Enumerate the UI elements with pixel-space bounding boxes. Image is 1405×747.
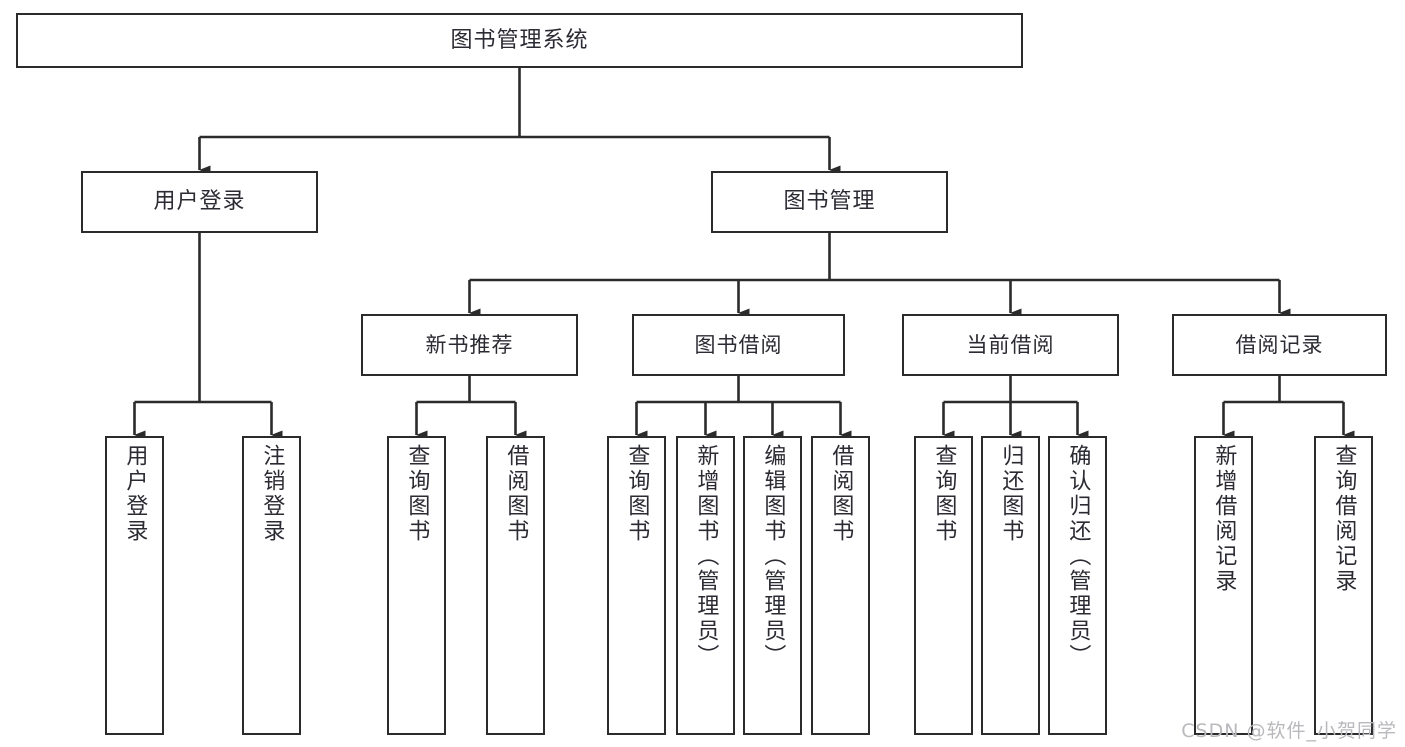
node-leaf-confirm-return-admin-label: 确认归还（管理员） [1065, 444, 1091, 669]
node-leaf-new-borrow-book-label: 借阅图书 [503, 444, 529, 544]
node-leaf-new-query-book[interactable]: 查询图书 [387, 436, 446, 735]
node-user-login-module[interactable]: 用户登录 [81, 171, 318, 233]
node-leaf-user-logout-label: 注销登录 [259, 444, 285, 544]
node-current-borrow-label: 当前借阅 [966, 332, 1055, 357]
node-leaf-add-book-admin-label: 新增图书（管理员） [693, 444, 719, 669]
node-book-borrow-label: 图书借阅 [694, 332, 783, 357]
node-leaf-borrow-query-book[interactable]: 查询图书 [607, 436, 666, 735]
node-leaf-user-logout[interactable]: 注销登录 [242, 436, 301, 735]
node-leaf-edit-book-admin-label: 编辑图书（管理员） [760, 444, 786, 669]
node-leaf-add-borrow-record-label: 新增借阅记录 [1211, 444, 1237, 594]
node-leaf-query-borrow-record-label: 查询借阅记录 [1331, 444, 1357, 594]
edge-paths [133, 68, 1355, 440]
node-book-borrow[interactable]: 图书借阅 [632, 314, 845, 376]
csdn-watermark: CSDN @软件_小贺同学 [1181, 720, 1397, 742]
node-leaf-current-query-book[interactable]: 查询图书 [914, 436, 973, 735]
node-leaf-borrow-query-book-label: 查询图书 [624, 444, 650, 544]
node-leaf-borrow-book[interactable]: 借阅图书 [811, 436, 870, 735]
node-user-login-module-label: 用户登录 [153, 189, 246, 215]
node-leaf-current-query-book-label: 查询图书 [931, 444, 957, 544]
node-leaf-borrow-book-label: 借阅图书 [828, 444, 854, 544]
node-leaf-query-borrow-record[interactable]: 查询借阅记录 [1314, 436, 1373, 735]
node-leaf-add-borrow-record[interactable]: 新增借阅记录 [1194, 436, 1253, 735]
node-leaf-user-login-label: 用户登录 [122, 444, 148, 544]
node-root[interactable]: 图书管理系统 [16, 13, 1023, 68]
node-leaf-confirm-return-admin[interactable]: 确认归还（管理员） [1048, 436, 1107, 735]
node-root-label: 图书管理系统 [450, 27, 589, 53]
node-borrow-record[interactable]: 借阅记录 [1172, 314, 1387, 376]
node-leaf-user-login[interactable]: 用户登录 [105, 436, 164, 735]
node-book-management-module-label: 图书管理 [783, 189, 876, 215]
node-new-book-recommend[interactable]: 新书推荐 [361, 314, 578, 376]
node-leaf-return-book[interactable]: 归还图书 [981, 436, 1040, 735]
node-borrow-record-label: 借阅记录 [1235, 332, 1324, 357]
node-leaf-new-query-book-label: 查询图书 [404, 444, 430, 544]
node-leaf-new-borrow-book[interactable]: 借阅图书 [486, 436, 545, 735]
node-new-book-recommend-label: 新书推荐 [425, 332, 514, 357]
node-current-borrow[interactable]: 当前借阅 [902, 314, 1119, 376]
node-leaf-return-book-label: 归还图书 [998, 444, 1024, 544]
node-book-management-module[interactable]: 图书管理 [711, 171, 948, 233]
node-leaf-add-book-admin[interactable]: 新增图书（管理员） [676, 436, 735, 735]
node-leaf-edit-book-admin[interactable]: 编辑图书（管理员） [743, 436, 802, 735]
